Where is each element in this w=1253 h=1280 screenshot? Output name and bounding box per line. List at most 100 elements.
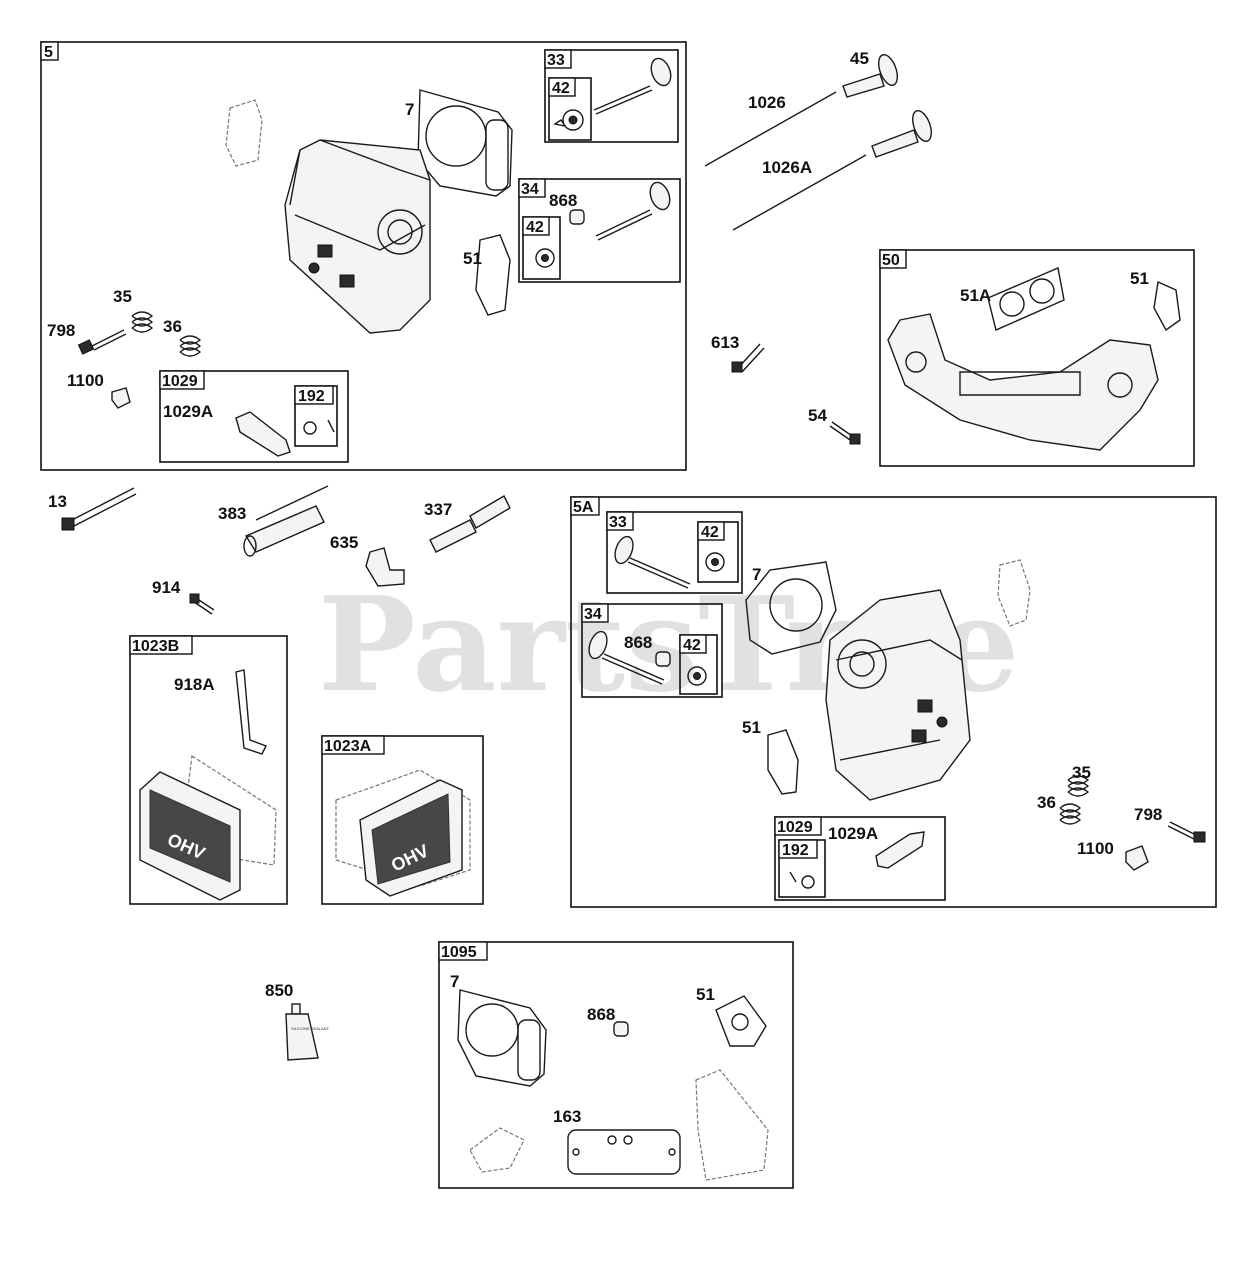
nut-192-b-icon [789, 871, 815, 889]
valve-intake-b-icon [614, 535, 725, 589]
group-42d-tag [679, 634, 707, 654]
callout-35-b: 35 [1072, 763, 1091, 782]
callout-51-d: 51 [696, 985, 715, 1004]
push-rod-1026-icon [704, 91, 837, 167]
group-33-label: 33 [547, 52, 565, 69]
group-1095-tag [438, 941, 488, 961]
callout-613: 613 [711, 333, 739, 352]
group-34-box [518, 178, 681, 283]
group-33-tag [544, 49, 572, 69]
head-gasket-c-icon [457, 989, 547, 1087]
group-5-box [40, 41, 687, 471]
callout-51-c: 51 [742, 718, 761, 737]
group-50-tag [879, 249, 907, 269]
group-34b-tag [581, 603, 609, 623]
callout-1100-a: 1100 [67, 371, 104, 390]
callout-1026A: 1026A [762, 158, 812, 177]
callout-7-a: 7 [405, 100, 414, 119]
callout-51-b: 51 [1130, 269, 1149, 288]
callout-7-b: 7 [752, 565, 761, 584]
cylinder-head-b-icon [825, 589, 971, 801]
bolt-54-icon [829, 421, 861, 445]
clip-1100-b-icon [1125, 845, 1149, 871]
elbow-635-icon [365, 547, 405, 587]
callout-35-a: 35 [113, 287, 132, 306]
dashed-gasket-b-icon [997, 559, 1031, 627]
callout-383: 383 [218, 504, 246, 523]
group-42b-label: 42 [526, 219, 544, 236]
group-1023B-tag [129, 635, 193, 655]
group-1023A-box [321, 735, 484, 905]
group-5A-label: 5A [573, 499, 594, 516]
tube-label: SILICONE SEALANT [291, 1026, 330, 1031]
group-42d-label: 42 [683, 637, 701, 654]
dashed-gasket-d-icon [469, 1127, 525, 1173]
callout-7-c: 7 [450, 972, 459, 991]
group-1029-label: 1029 [162, 373, 198, 390]
group-1095-box [438, 941, 794, 1189]
group-42c-tag [697, 521, 725, 541]
callout-868-b: 868 [624, 633, 652, 652]
group-33b-label: 33 [609, 514, 627, 531]
head-gasket-b-icon [745, 561, 837, 655]
intake-gasket-51A-icon [987, 267, 1065, 331]
callout-1100-b: 1100 [1077, 839, 1114, 858]
group-1023B-box [129, 635, 288, 905]
dashed-gasket-icon [225, 99, 263, 167]
group-1029b-box [774, 816, 946, 901]
cover-gasket-b-icon [335, 769, 471, 887]
callout-1029A-b: 1029A [828, 824, 878, 843]
group-1029-box [159, 370, 349, 463]
lifter-icon [871, 110, 932, 158]
rocker-arm-b-icon [875, 831, 925, 869]
group-192b-tag [778, 839, 818, 859]
callout-798-b: 798 [1134, 805, 1162, 824]
group-1029b-tag [774, 816, 822, 836]
group-1023A-label: 1023A [324, 738, 372, 755]
valve-keeper-icon [553, 109, 584, 131]
group-1029-tag [159, 370, 205, 390]
group-192-label: 192 [298, 388, 325, 405]
group-33-box [544, 49, 679, 143]
stud-613-icon [731, 343, 765, 373]
sealant-tube-850-icon: SILICONE SEALANT [285, 1003, 330, 1061]
exhaust-gasket-b-icon [767, 729, 799, 795]
dashed-gasket-c-icon [695, 1069, 769, 1181]
callout-918A: 918A [174, 675, 215, 694]
valve-spring-36-icon [179, 335, 202, 357]
exhaust-gasket-c-icon [715, 995, 767, 1047]
group-42c-label: 42 [701, 524, 719, 541]
intake-manifold-icon [887, 313, 1159, 451]
callout-36-a: 36 [163, 317, 182, 336]
group-42b-tag [522, 216, 550, 236]
spark-plug-337-icon [429, 495, 511, 553]
group-1029b-label: 1029 [777, 819, 813, 836]
group-1023B-label: 1023B [132, 638, 179, 655]
valve-cover-1023A-icon: OHV [359, 779, 463, 897]
clip-1100-icon [111, 387, 131, 409]
gasket-51-b-icon [1153, 280, 1181, 332]
callout-13: 13 [48, 492, 67, 511]
breather-383-icon [243, 485, 329, 557]
head-gasket-icon [417, 89, 513, 197]
screw-914-icon [189, 593, 215, 615]
group-1095-label: 1095 [441, 944, 477, 961]
group-33b-box [606, 511, 743, 594]
group-34b-box [581, 603, 723, 698]
callout-36-b: 36 [1037, 793, 1056, 812]
valve-cover-1023B-icon: OHV [139, 771, 241, 901]
callout-635: 635 [330, 533, 358, 552]
group-34b-label: 34 [584, 606, 602, 623]
callout-868-c: 868 [587, 1005, 615, 1024]
breather-gasket-163-icon [567, 1129, 681, 1175]
callout-51-a: 51 [463, 249, 482, 268]
seal-868-c-icon [613, 1021, 629, 1037]
group-5-tag [40, 41, 59, 61]
exhaust-gasket-icon [475, 234, 511, 316]
group-42-tag [548, 77, 576, 97]
callout-163: 163 [553, 1107, 581, 1126]
group-34-tag [518, 178, 546, 198]
bolt-798-b-icon [1167, 821, 1206, 843]
